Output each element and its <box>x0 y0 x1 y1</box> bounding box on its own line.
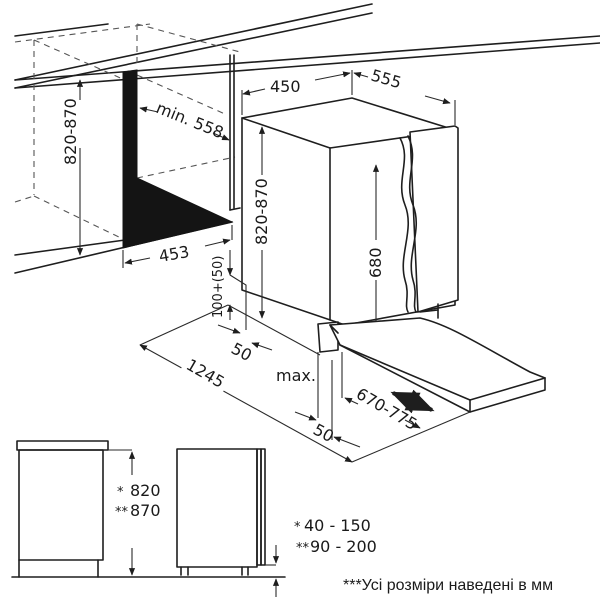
plinth-height-label: 100+(50) <box>211 256 226 318</box>
plinth-range-2-label: 90 - 200 <box>310 537 377 556</box>
appliance-height-label: 820-870 <box>252 178 271 245</box>
niche-shadow <box>122 69 234 249</box>
appliance-depth-label: 555 <box>369 66 404 93</box>
svg-text:**: ** <box>296 541 310 556</box>
appliance-width-label: 450 <box>270 77 301 96</box>
svg-text:*: * <box>294 520 301 535</box>
niche-depth-label: min. 558 <box>154 98 227 142</box>
door-open-depth-label: 670-775 <box>353 384 420 434</box>
niche-width-label: 453 <box>157 242 190 266</box>
door-panel-height-label: 680 <box>366 247 385 278</box>
height-option-1-label: 820 <box>130 481 161 500</box>
adjust-double-arrow-icon <box>390 389 435 414</box>
height-option-2-label: 870 <box>130 501 161 520</box>
side-view-dishwasher: * 40 - 150 ** 90 - 200 <box>176 448 377 597</box>
svg-text:*: * <box>117 485 124 500</box>
dishwasher-body <box>241 97 459 326</box>
side-view-cabinet: * 820 ** 870 <box>11 440 286 578</box>
units-footnote: ***Усі розміри наведені в мм <box>343 577 553 594</box>
plinth-range-1-label: 40 - 150 <box>304 516 371 535</box>
max-label: max. <box>276 366 316 385</box>
svg-text:**: ** <box>115 505 129 520</box>
plinth-offset-top-label: 50 <box>228 339 255 365</box>
niche-height-label: 820-870 <box>61 98 80 165</box>
plinth-offset-bottom-label: 50 <box>310 420 337 446</box>
